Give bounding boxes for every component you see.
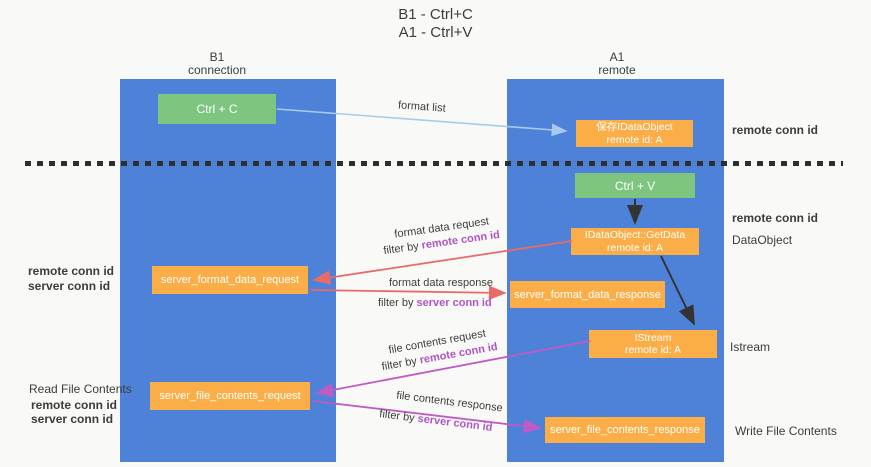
istream-line1: IStream: [634, 331, 672, 344]
read-file-contents-label: Read File Contents: [29, 382, 132, 396]
ctrl-c-label: Ctrl + C: [196, 102, 238, 116]
left-remote-conn-id-label: remote conn id: [28, 264, 115, 278]
right-remote-conn-id-label-1: remote conn id: [732, 123, 819, 137]
format-data-response-label: format data response: [389, 277, 493, 289]
server-conn-id-text: server conn id: [416, 412, 494, 434]
format-data-response-filter-label: filter by server conn id: [378, 297, 492, 309]
save-idataobject-line1: 保存IDataObject: [596, 121, 673, 133]
getdata-line1: IDataObject::GetData: [584, 229, 686, 241]
server-file-contents-request-label: server_file_contents_request: [159, 390, 301, 402]
lane-b1-name: B1: [209, 50, 225, 64]
dashed-separator: [25, 161, 843, 166]
istream-box: IStream remote id: A: [589, 330, 717, 358]
server-format-data-response-box: server_format_data_response: [510, 281, 665, 308]
format-list-label: format list: [397, 99, 447, 115]
right-remote-conn-id-label-2: remote conn id: [732, 211, 819, 225]
server-file-contents-response-label: server_file_contents_response: [550, 424, 700, 436]
left-server-conn-id-label: server conn id: [28, 279, 111, 293]
lane-b1-role: connection: [187, 63, 247, 77]
filter-by-text: filter by: [382, 239, 423, 258]
lane-header-a1: A1 remote: [567, 51, 667, 77]
getdata-line2: remote id: A: [606, 241, 664, 254]
format-data-response-arrow: [310, 285, 507, 300]
filter-by-text: filter by: [378, 297, 417, 309]
save-idataobject-line2: remote id: A: [606, 133, 663, 146]
diagram-title-line1: B1 - Ctrl+C: [398, 6, 473, 23]
ctrl-v-box: Ctrl + V: [575, 173, 695, 198]
server-conn-id-text: server conn id: [416, 297, 492, 309]
server-format-data-request-box: server_format_data_request: [152, 266, 308, 294]
server-file-contents-response-box: server_file_contents_response: [545, 417, 705, 443]
filter-by-text: filter by: [380, 354, 421, 374]
left-server-conn-id-label-2: server conn id: [31, 412, 114, 426]
ctrl-v-label: Ctrl + V: [614, 178, 656, 193]
istream-line2: remote id: A: [624, 344, 682, 356]
server-file-contents-request-box: server_file_contents_request: [150, 382, 310, 410]
file-contents-response-filter-label: filter by server conn id: [379, 408, 493, 434]
dataobject-label: DataObject: [732, 233, 793, 247]
server-format-data-response-label: server_format_data_response: [514, 288, 661, 301]
write-file-contents-label: Write File Contents: [735, 424, 837, 438]
diagram-title: B1 - Ctrl+C A1 - Ctrl+V: [0, 6, 871, 42]
ctrl-c-box: Ctrl + C: [158, 94, 276, 124]
lane-a1-role: remote: [598, 63, 636, 77]
server-format-data-request-label: server_format_data_request: [160, 274, 300, 286]
left-remote-conn-id-label-2: remote conn id: [31, 398, 118, 412]
filter-by-text: filter by: [378, 408, 419, 425]
lane-header-b1: B1 connection: [167, 51, 267, 77]
diagram-title-line2: A1 - Ctrl+V: [398, 24, 473, 41]
getdata-box: IDataObject::GetData remote id: A: [571, 228, 699, 255]
istream-side-label: Istream: [730, 340, 771, 354]
file-contents-response-label: file contents response: [395, 389, 504, 415]
lane-a1-name: A1: [609, 50, 625, 64]
save-idataobject-box: 保存IDataObject remote id: A: [576, 120, 693, 147]
